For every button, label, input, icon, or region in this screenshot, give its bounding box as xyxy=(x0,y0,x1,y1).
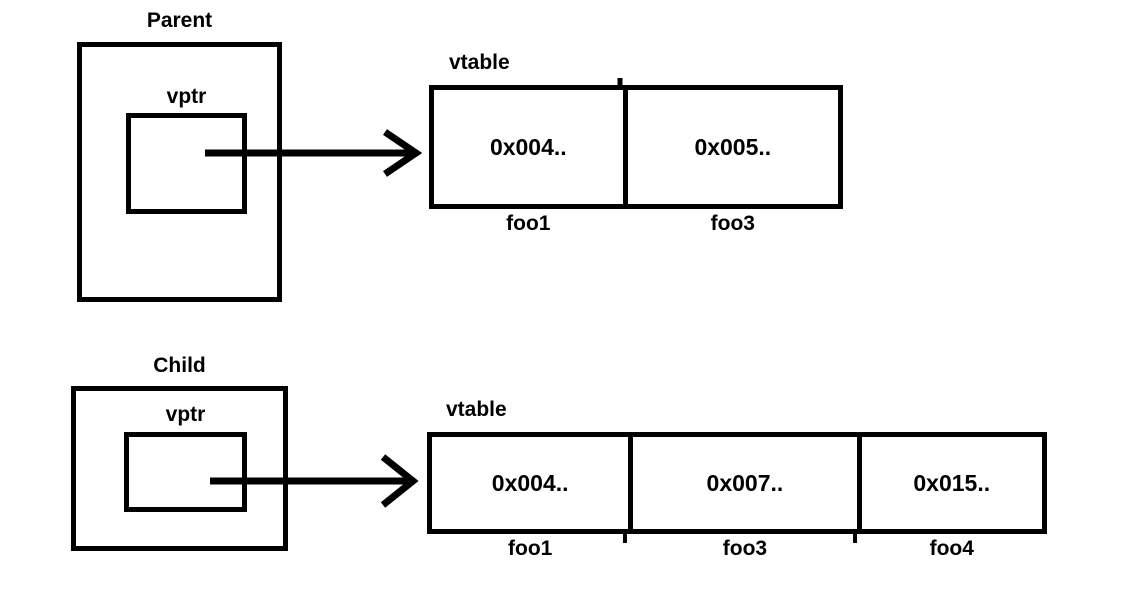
child-vtable-slot-2: foo4 xyxy=(929,537,974,560)
child-vtable-address-1: 0x007.. xyxy=(706,469,784,496)
parent-object-title: Parent xyxy=(146,9,213,32)
parent-vtable-address-1: 0x005.. xyxy=(694,133,772,160)
child-vtable-slot-1: foo3 xyxy=(722,537,768,560)
child-vptr-box xyxy=(124,432,247,512)
parent-object-box xyxy=(77,42,282,302)
child-vtable-cell-2: 0x015.. foo4 xyxy=(856,437,1043,560)
child-vtable-cell-1: 0x007.. foo3 xyxy=(628,437,856,560)
child-vtable-address-0: 0x004.. xyxy=(491,469,569,496)
child-object-box xyxy=(71,386,288,551)
parent-vtable-slot-1: foo3 xyxy=(710,212,755,235)
child-vptr-title: vptr xyxy=(165,403,206,426)
child-vtable-cell-0: 0x004.. foo1 xyxy=(432,437,628,561)
child-vtable-title: vtable xyxy=(446,398,507,421)
child-vtable-slot-0: foo1 xyxy=(508,537,553,560)
parent-vptr-box xyxy=(126,113,247,214)
parent-vtable-cell-0: 0x004.. foo1 xyxy=(434,90,623,236)
parent-vtable-title: vtable xyxy=(449,51,510,74)
child-vtable: 0x004.. foo1 0x007.. foo3 0x015.. foo4 xyxy=(427,432,1047,561)
child-vtable-address-2: 0x015.. xyxy=(913,469,991,496)
child-object-title: Child xyxy=(153,354,206,377)
parent-vtable-slot-0: foo1 xyxy=(506,212,551,235)
parent-vtable: 0x004.. foo1 0x005.. foo3 xyxy=(429,85,843,236)
parent-vptr-title: vptr xyxy=(166,85,207,108)
parent-vtable-cell-1: 0x005.. foo3 xyxy=(622,90,838,235)
parent-vtable-address-0: 0x004.. xyxy=(489,133,567,160)
